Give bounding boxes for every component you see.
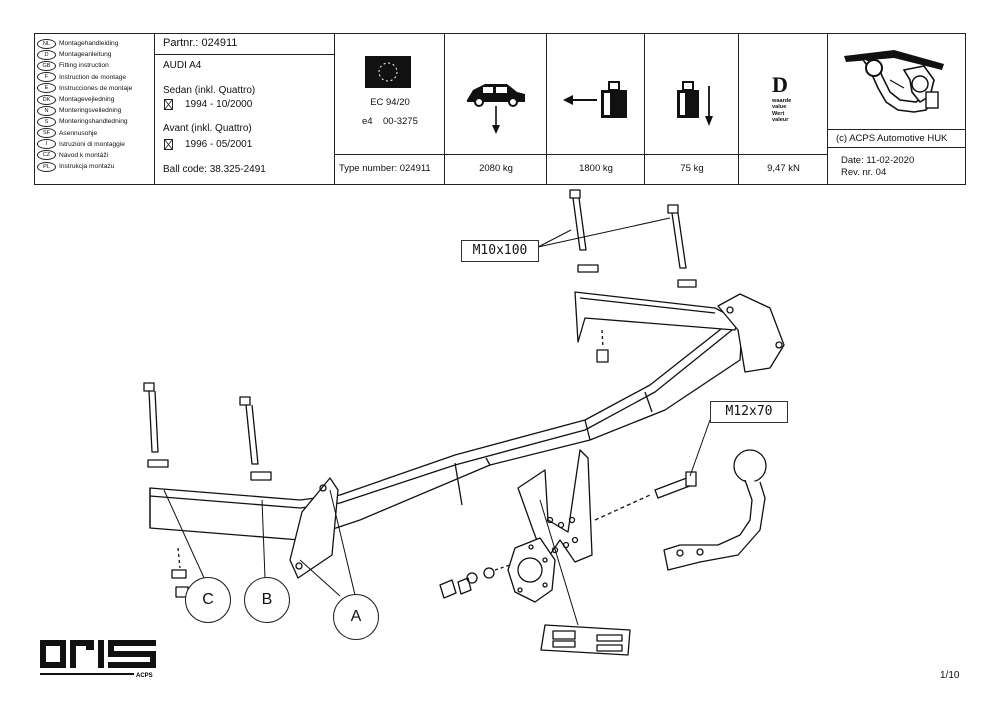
left-bolts [143, 382, 272, 598]
language-code: SF [37, 128, 56, 139]
ball-code: Ball code: 38.325-2491 [163, 164, 266, 175]
language-label: Montagehandleiding [59, 40, 119, 48]
part-number: Partnr.: 024911 [163, 37, 238, 49]
label-b: B [244, 577, 290, 623]
tow-ball [663, 449, 767, 571]
language-label: Fitting instruction [59, 62, 109, 70]
e4-number: 00-3275 [383, 116, 418, 127]
vehicle-cell: Partnr.: 024911 AUDI A4 Sedan (inkl. Qua… [155, 34, 335, 184]
vertical-load-cell: 75 kg [645, 34, 739, 184]
label-c: C [185, 577, 231, 623]
sedan-years: 1994 - 10/2000 [185, 99, 253, 110]
label-a: A [333, 594, 379, 640]
language-label: Instrucciones de montaje [59, 84, 133, 92]
m12-bolts [594, 471, 697, 521]
d-value-icon: D [772, 72, 788, 97]
e4-prefix: e4 [362, 116, 373, 127]
language-label: Instruction de montage [59, 73, 127, 81]
type-plate [540, 624, 631, 656]
towbar-product-icon [844, 50, 944, 113]
language-label: Montageanleitung [59, 51, 112, 59]
page-number: 1/10 [940, 670, 960, 681]
language-label: Montagevejledning [59, 96, 115, 104]
language-code: CZ [37, 150, 56, 161]
language-label: Asennusohje [59, 129, 98, 137]
language-code: GB [37, 60, 56, 71]
avant-checkbox-icon [164, 139, 173, 150]
gross-weight-cell: 2080 kg [445, 34, 547, 184]
copyright: (c) ACPS Automotive HUK [836, 133, 948, 144]
company-cell: (c) ACPS Automotive HUK Date: 11-02-2020… [828, 34, 965, 184]
language-code: S [37, 116, 56, 127]
language-label: Návod k montáži [59, 151, 109, 159]
language-code: DK [37, 94, 56, 105]
vertical-load-icon [677, 81, 713, 126]
leader-lines [163, 217, 711, 626]
language-code: N [37, 105, 56, 116]
d-value: 9,47 kN [767, 163, 800, 174]
vehicle-model: AUDI A4 [163, 60, 202, 71]
towing-mass-value: 1800 kg [579, 163, 613, 174]
type-number: Type number: 024911 [339, 163, 431, 174]
m12-bolt-label: M12x70 [710, 401, 788, 423]
sedan-label: Sedan (inkl. Quattro) [163, 85, 256, 96]
language-label: Instrukcja montażu [59, 163, 115, 171]
logo-sub-text: ACPS [136, 673, 153, 679]
language-label: Istruzioni di montaggie [59, 140, 125, 148]
avant-label: Avant (inkl. Quattro) [163, 123, 252, 134]
eu-flag-icon [365, 56, 411, 88]
language-code: D [37, 49, 56, 60]
document-date: Date: 11-02-2020 [841, 155, 915, 166]
language-code: I [37, 139, 56, 150]
m10-bolts [569, 189, 697, 363]
left-bracket [149, 477, 339, 579]
avant-years: 1996 - 05/2001 [185, 139, 253, 150]
socket-plate [507, 537, 556, 603]
sedan-checkbox-icon [164, 99, 173, 110]
d-value-cell: D waarde value Wert valeur 9,47 kN [739, 34, 828, 184]
towing-weight-icon [563, 81, 627, 118]
language-code: NL [37, 38, 56, 49]
d-value-words: waarde value Wert valeur [772, 98, 792, 124]
ec-approval: EC 94/20 [370, 97, 410, 108]
language-label: Monteringshandledning [59, 118, 128, 126]
language-code: PL [37, 161, 56, 172]
revision-number: Rev. nr. 04 [841, 167, 887, 178]
language-code: F [37, 72, 56, 83]
cross-beam [149, 317, 743, 541]
m10-bolt-label: M10x100 [461, 240, 539, 262]
language-code: E [37, 83, 56, 94]
oris-logo: ACPS [40, 640, 156, 679]
approval-cell: EC 94/20 e4 00-3275 Type number: 024911 [335, 34, 445, 184]
language-label: Monteringsveiledning [59, 107, 122, 115]
nuts-washers [439, 564, 511, 599]
towing-mass-cell: 1800 kg [547, 34, 645, 184]
car-weight-icon [467, 84, 525, 134]
gross-weight-value: 2080 kg [479, 163, 513, 174]
right-bracket [574, 291, 785, 373]
vertical-load-value: 75 kg [680, 163, 704, 174]
